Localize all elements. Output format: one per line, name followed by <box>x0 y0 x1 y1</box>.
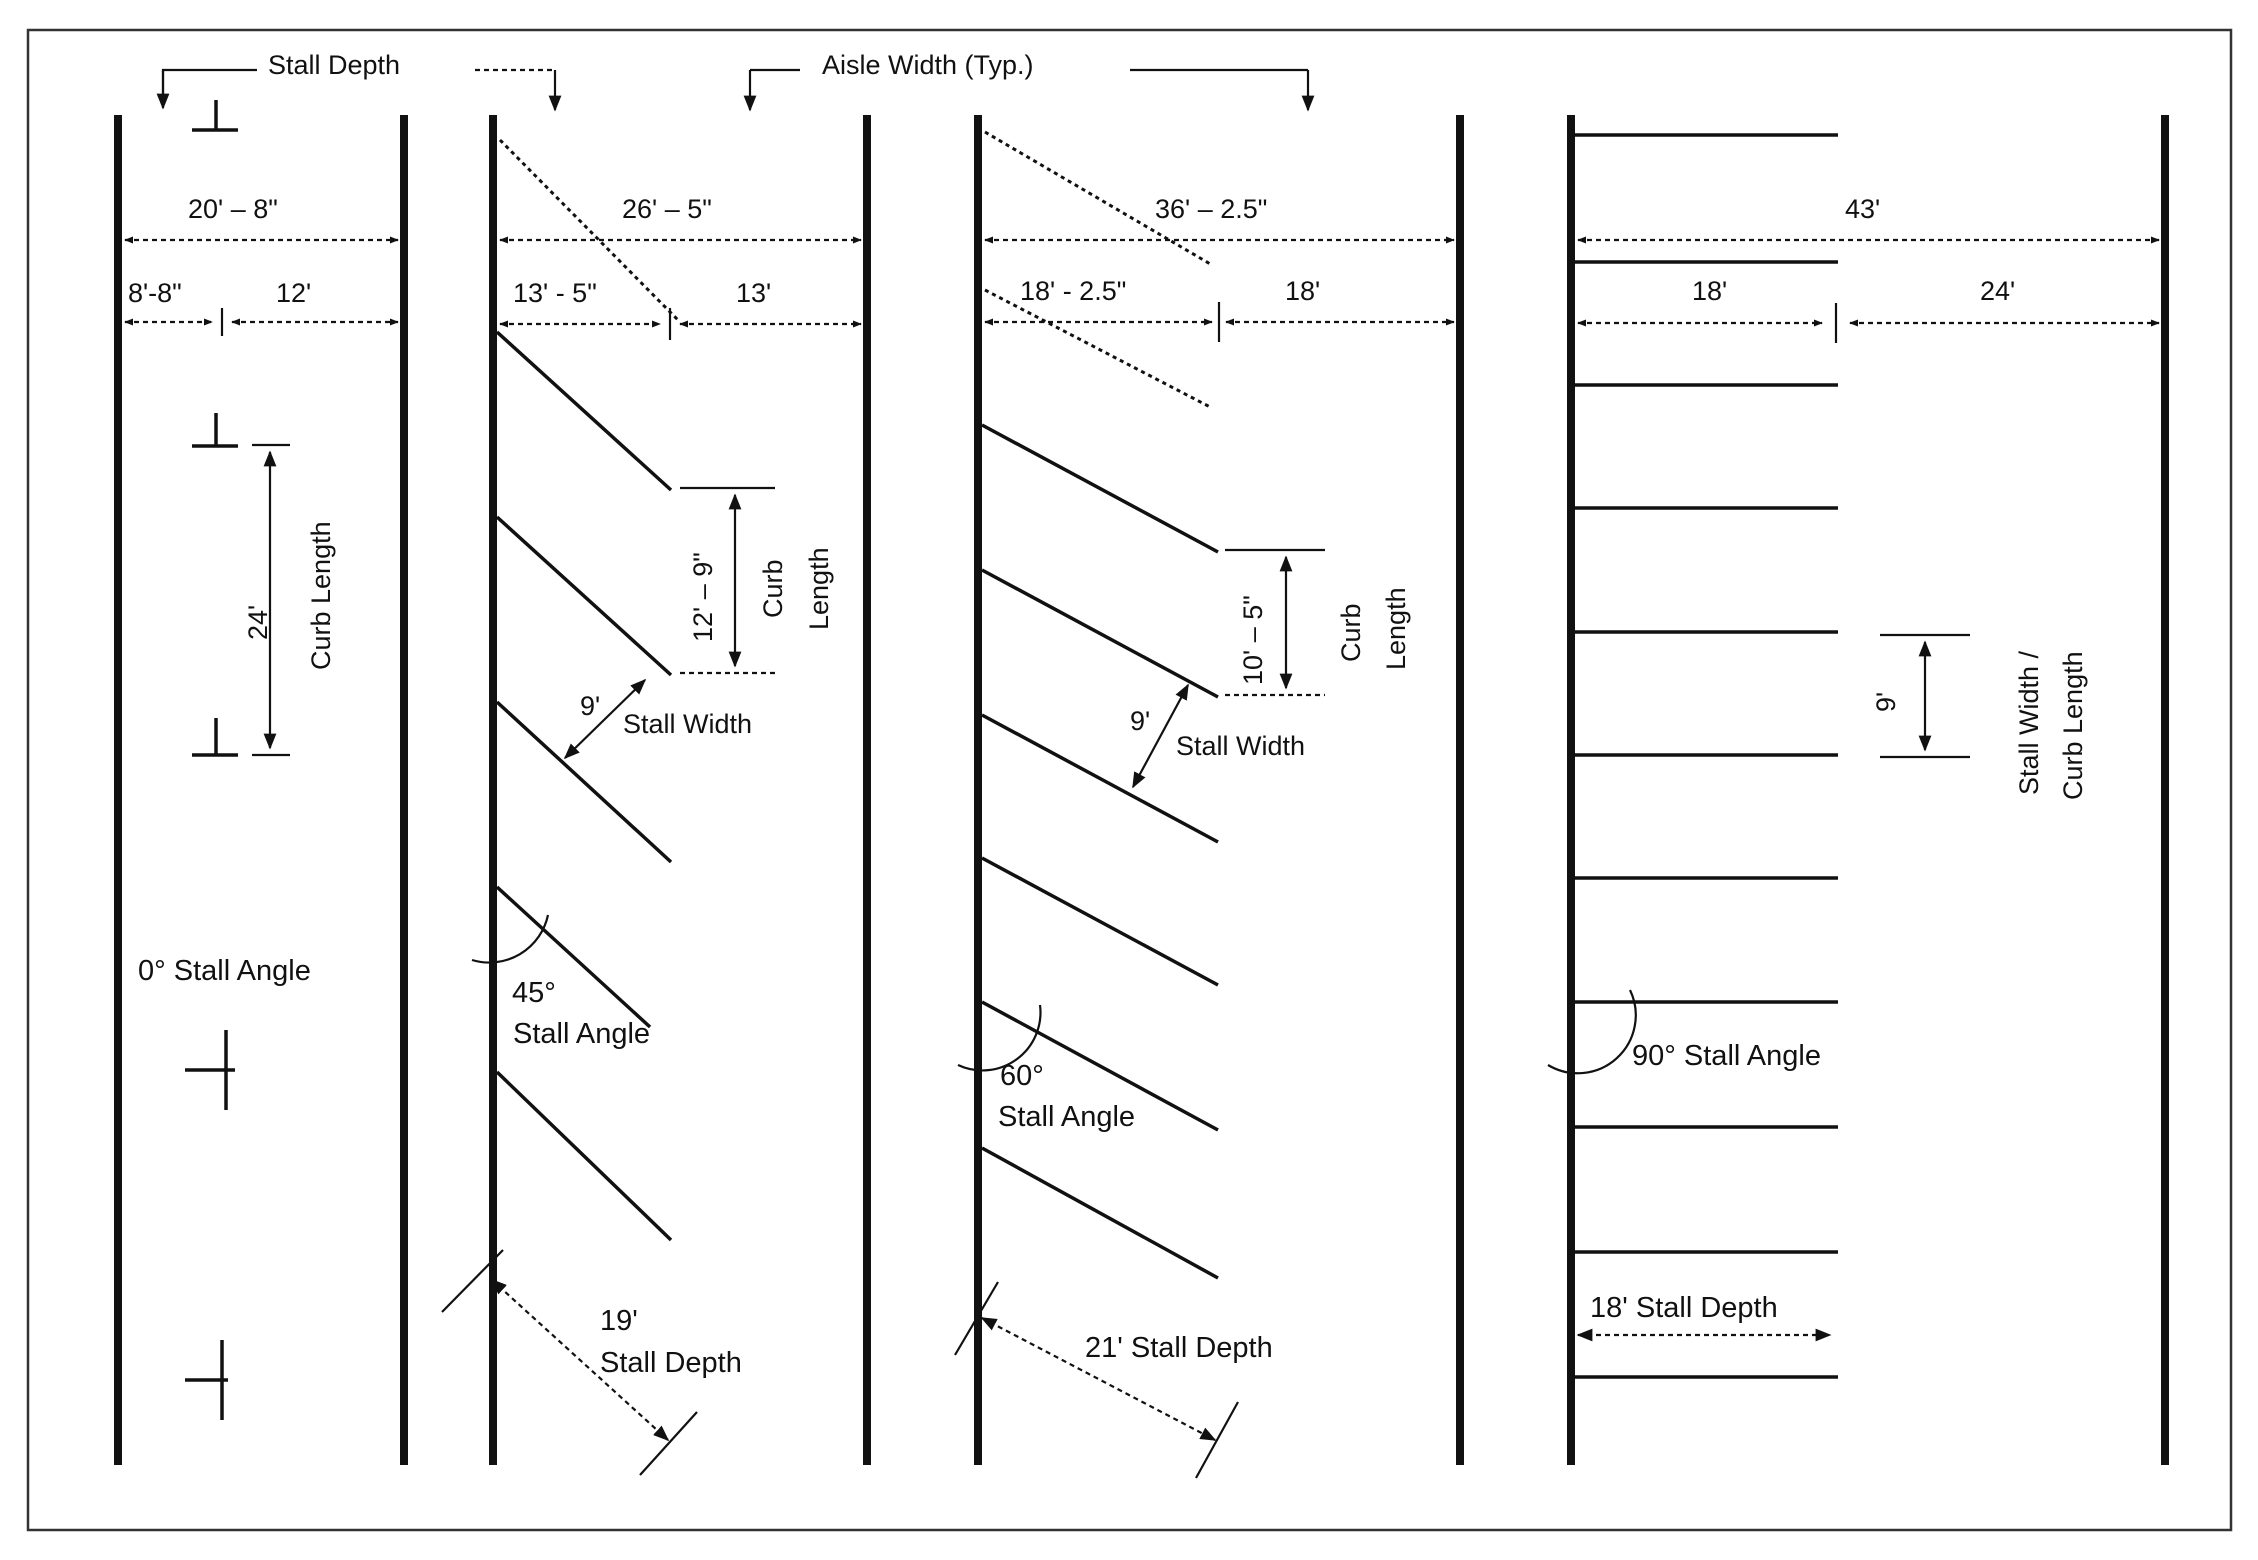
stall-angle-label: 0° Stall Angle <box>138 955 311 987</box>
figure-frame <box>26 28 2233 1532</box>
curb-label-line-1: Curb <box>1336 603 1366 662</box>
stall-width-label: Stall Width <box>623 709 752 739</box>
stall-depth-label-bottom: 21' Stall Depth <box>1085 1332 1273 1364</box>
stall-width-label-line-2: Curb Length <box>2058 651 2088 800</box>
total-width-label: 36' – 2.5" <box>1155 194 1267 224</box>
stall-stripes <box>495 330 673 1242</box>
panel-0-degree: 20' – 8" 8'-8" 12' 24' Curb Length 0° St… <box>114 100 408 1465</box>
panel-45-degree: 26' – 5" 13' - 5" 13' 12' – 9" Curb Leng… <box>441 115 871 1476</box>
aisle-width-label: 24' <box>1980 276 2015 306</box>
angle-label: Stall Angle <box>998 1101 1135 1133</box>
angle-value: 60° <box>1000 1060 1044 1092</box>
stall-depth-label-bottom: 18' Stall Depth <box>1590 1292 1778 1324</box>
header-stall-depth: Stall Depth <box>156 50 562 112</box>
curb-length-value: 24' <box>243 605 273 640</box>
stall-width-value: 9' <box>580 691 600 721</box>
stall-angle-label: 90° Stall Angle <box>1632 1040 1821 1072</box>
stall-depth-label: 18' - 2.5" <box>1020 276 1126 306</box>
stall-depth-label: 13' - 5" <box>513 278 597 308</box>
angle-label: Stall Angle <box>513 1018 650 1050</box>
stall-width-value: 9' <box>1130 706 1150 736</box>
curb-length-label: Curb Length <box>306 521 336 670</box>
stall-width-label: Stall Width <box>1176 731 1305 761</box>
panel-90-degree: 43' 18' 24' 9' Stall Width / Curb Length… <box>1547 115 2169 1465</box>
stall-depth-caption: Stall Depth <box>600 1347 742 1379</box>
curb-label-line-2: Length <box>804 547 834 630</box>
stall-end-markers <box>185 100 238 1420</box>
stall-depth-value: 19' <box>600 1305 638 1337</box>
header-aisle-width-label: Aisle Width (Typ.) <box>822 50 1034 80</box>
aisle-width-label: 12' <box>276 278 311 308</box>
curb-label-line-2: Length <box>1381 587 1411 670</box>
header-stall-depth-label: Stall Depth <box>268 50 400 80</box>
curb-length-value: 12' – 9" <box>688 552 718 642</box>
stall-stripes <box>1575 133 1838 1379</box>
total-width-label: 20' – 8" <box>188 194 278 224</box>
total-width-label: 43' <box>1845 194 1880 224</box>
aisle-width-label: 13' <box>736 278 771 308</box>
header-aisle-width: Aisle Width (Typ.) <box>743 50 1315 112</box>
stall-depth-label: 8'-8" <box>128 278 182 308</box>
curb-length-value: 10' – 5" <box>1238 595 1268 685</box>
angle-value: 45° <box>512 977 556 1009</box>
aisle-width-label: 18' <box>1285 276 1320 306</box>
curb-label-line-1: Curb <box>758 559 788 618</box>
total-width-label: 26' – 5" <box>622 194 712 224</box>
stall-stripes <box>981 423 1219 1280</box>
stall-width-label-line-1: Stall Width / <box>2014 650 2044 795</box>
stall-depth-label: 18' <box>1692 276 1727 306</box>
panel-60-degree: 36' – 2.5" 18' - 2.5" 18' 10' – 5" Curb … <box>954 115 1464 1479</box>
stall-width-value: 9' <box>1871 692 1901 712</box>
